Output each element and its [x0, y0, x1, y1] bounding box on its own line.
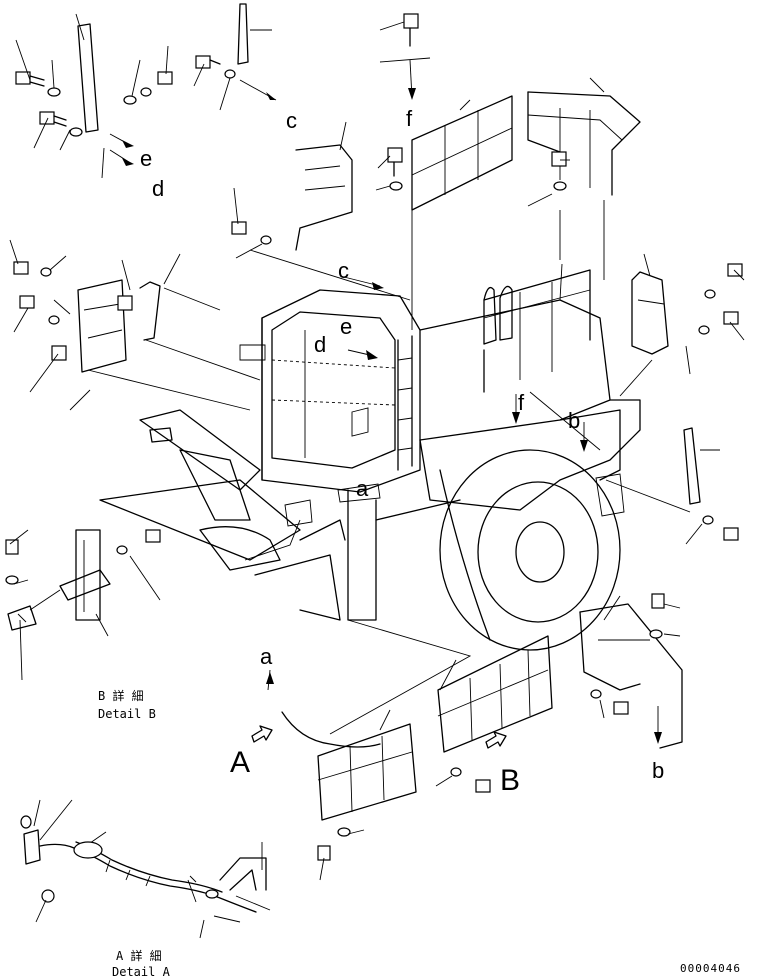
machine-body — [99, 269, 641, 651]
label-a-top: a — [356, 476, 369, 501]
captions: B 詳 細 Detail B A 詳 細 Detail A 00004046 — [98, 688, 741, 979]
drawing-code: 00004046 — [680, 962, 741, 975]
label-f-mid: f — [518, 390, 525, 415]
label-d-mid: d — [314, 332, 326, 357]
handrails — [77, 3, 701, 821]
label-d-top: d — [152, 176, 164, 201]
label-view-a: A — [230, 746, 250, 779]
label-b-bottom: b — [652, 758, 664, 783]
bolt-icon — [15, 71, 45, 87]
caption-detail-b-jp: B 詳 細 — [98, 688, 144, 703]
reference-labels: a a b b c c d d e e f f A B — [140, 106, 664, 797]
label-c-top: c — [286, 108, 297, 133]
label-view-b: B — [500, 764, 520, 797]
detail-a-drawing — [23, 829, 267, 913]
label-f-top: f — [406, 106, 413, 131]
caption-detail-a-jp: A 詳 細 — [116, 948, 162, 963]
fasteners — [5, 13, 743, 903]
label-e-top: e — [140, 146, 152, 171]
label-c-mid: c — [338, 258, 349, 283]
leader-lines — [9, 13, 745, 939]
label-b-right: b — [568, 408, 580, 433]
detail-b-drawing — [7, 529, 111, 631]
caption-detail-a-en: Detail A — [112, 965, 171, 979]
caption-detail-b-en: Detail B — [98, 707, 156, 721]
label-e-mid: e — [340, 314, 352, 339]
label-a-bottom: a — [260, 644, 273, 669]
connection-lines — [87, 59, 691, 749]
